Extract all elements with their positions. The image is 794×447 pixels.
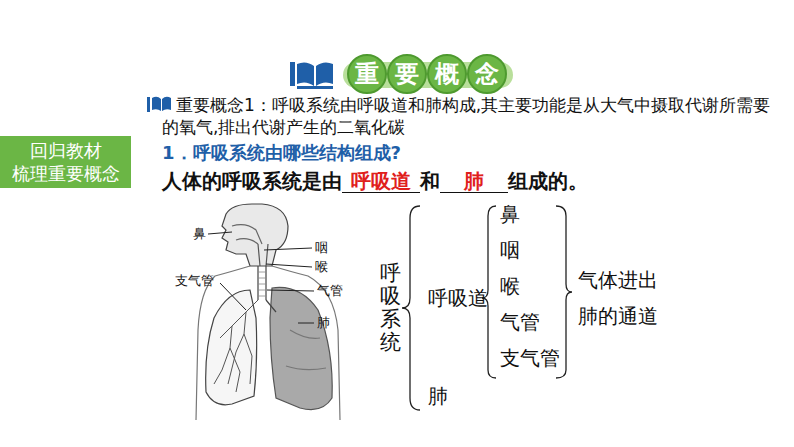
tree-leaf: 咽 [500,238,520,262]
tree-leaf: 支气管 [500,346,560,370]
respiratory-illustration [196,204,340,420]
tree-leaf: 鼻 [500,202,520,226]
tree-note: 气体进出 肺的通道 [578,262,678,334]
section-tag-text: 回归教材 梳理重要概念 [6,139,125,185]
tree-branch: 呼吸道 [428,286,488,310]
part-label: 咽 [315,240,328,256]
book-icon [290,62,333,89]
part-label: 鼻 [193,226,206,242]
tree-leaf: 气管 [500,310,540,334]
part-label: 喉 [315,259,328,275]
answer-text: 呼吸道 [342,170,420,193]
tree-leaf: 喉 [500,274,520,298]
part-label: 支气管 [175,273,214,289]
title-badge-text: 重要概念 [355,60,515,88]
tree-root: 呼吸系统 [380,262,401,354]
concept-text: 重要概念1：呼吸系统由呼吸道和肺构成,其主要功能是从大气中摄取代谢所需要的氧气,… [162,94,787,138]
tree-branch: 肺 [428,384,448,408]
answer-text: 肺 [440,170,508,193]
small-book-icon [147,97,171,112]
braces [402,206,572,410]
sentence-text: 和 [420,169,440,193]
section-tag-box: 回归教材 梳理重要概念 [0,136,131,188]
sentence-text: 人体的呼吸系统是由 [162,169,342,193]
sentence-text: 组成的。 [508,169,588,193]
fill-in-sentence: 人体的呼吸系统是由呼吸道和肺组成的。 [162,168,588,194]
question-text: 1．呼吸系统由哪些结构组成? [162,142,401,164]
part-label: 气管 [317,283,343,299]
part-label: 肺 [317,315,330,331]
